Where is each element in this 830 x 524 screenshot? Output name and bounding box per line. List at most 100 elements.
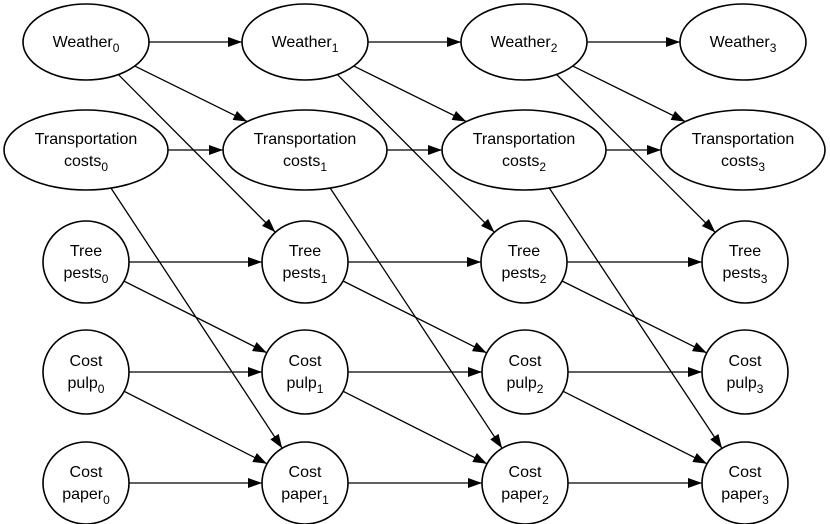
node-subscript: 0	[102, 272, 109, 286]
edge-c1-to-a2	[342, 390, 488, 465]
node-label-transportation-costs-1: Transportation	[254, 131, 357, 148]
node-subscript: 2	[539, 160, 546, 174]
node-label-cost-pulp-2: Cost	[509, 353, 542, 370]
node-label-cost-paper-2: paper2	[501, 486, 549, 507]
node-shape-transportation-costs-1	[222, 109, 388, 191]
node-label-tree-pests-1: pests1	[283, 265, 328, 286]
node-subscript: 2	[542, 493, 549, 507]
node-shape-weather-3	[679, 3, 807, 81]
node-label-text: pests	[502, 265, 540, 282]
node-label-text: pulp	[287, 375, 317, 392]
node-subscript: 2	[540, 272, 547, 286]
node-label-cost-paper-3: Cost	[729, 464, 762, 481]
node-label-text: pests	[283, 265, 321, 282]
node-label-text: costs	[283, 153, 320, 170]
edge-w1-to-p2	[336, 74, 495, 233]
node-label-cost-pulp-0: Cost	[70, 353, 103, 370]
edge-w0-to-p1	[117, 74, 276, 233]
node-shape-weather-2	[460, 3, 588, 81]
node-label-text: Transportation	[692, 131, 795, 148]
node-shape-tree-pests-0	[42, 220, 130, 304]
node-shape-transportation-costs-3	[660, 109, 826, 191]
node-cost-pulp-1: Cost pulp1	[261, 329, 349, 415]
node-label-cost-pulp-3: Cost	[729, 353, 762, 370]
node-subscript: 0	[101, 160, 108, 174]
node-label-text: Tree	[289, 243, 321, 260]
node-label-text: paper	[501, 486, 543, 503]
node-shape-tree-pests-2	[480, 220, 568, 304]
node-label-cost-paper-1: Cost	[289, 464, 322, 481]
node-label-text: Transportation	[35, 131, 138, 148]
node-label-transportation-costs-2: costs2	[502, 153, 546, 174]
node-shape-tree-pests-1	[261, 220, 349, 304]
node-subscript: 3	[758, 160, 765, 174]
node-label-cost-paper-0: paper0	[62, 486, 110, 507]
node-label-tree-pests-0: Tree	[70, 243, 102, 260]
node-label-transportation-costs-0: Transportation	[35, 131, 138, 148]
edge-p2-to-c3	[561, 280, 707, 354]
node-tree-pests-3: Tree pests3	[701, 220, 789, 304]
node-label-cost-pulp-1: Cost	[289, 353, 322, 370]
node-subscript: 2	[537, 382, 544, 396]
node-label-text: Cost	[70, 353, 103, 370]
node-label-text: pests	[723, 265, 761, 282]
node-cost-paper-0: Cost paper0	[42, 441, 130, 524]
node-label-cost-paper-2: Cost	[509, 464, 542, 481]
node-label-cost-pulp-3: pulp3	[727, 375, 764, 396]
node-label-text: Cost	[70, 464, 103, 481]
node-shape-weather-1	[241, 3, 369, 81]
node-label-text: pulp	[727, 375, 757, 392]
edge-w0-to-t1	[134, 65, 248, 123]
node-label-text: Cost	[289, 464, 322, 481]
node-label-text: Cost	[729, 353, 762, 370]
node-label-text: Transportation	[254, 131, 357, 148]
node-shape-cost-pulp-1	[261, 329, 349, 415]
edge-w1-to-t2	[353, 65, 467, 123]
node-subscript: 3	[761, 272, 768, 286]
node-label-text: Cost	[509, 464, 542, 481]
node-shape-transportation-costs-2	[441, 109, 607, 191]
node-label-text: costs	[64, 153, 101, 170]
node-shape-transportation-costs-0	[3, 109, 169, 191]
node-subscript: 3	[757, 382, 764, 396]
node-shape-cost-paper-1	[261, 441, 349, 524]
node-subscript: 3	[762, 493, 769, 507]
node-shape-cost-paper-2	[481, 441, 569, 524]
node-cost-pulp-3: Cost pulp3	[701, 329, 789, 415]
node-label-cost-paper-1: paper1	[281, 486, 329, 507]
edge-w2-to-t3	[572, 65, 686, 123]
node-label-text: Cost	[289, 353, 322, 370]
node-label-tree-pests-2: Tree	[508, 243, 540, 260]
node-label-text: pulp	[507, 375, 537, 392]
node-label-text: costs	[502, 153, 539, 170]
node-label-tree-pests-0: pests0	[64, 265, 109, 286]
node-subscript: 1	[332, 41, 339, 55]
node-tree-pests-0: Tree pests0	[42, 220, 130, 304]
node-label-weather-0: Weather0	[53, 34, 120, 55]
node-label-text: paper	[281, 486, 323, 503]
node-label-text: Weather	[710, 34, 771, 51]
node-label-text: pests	[64, 265, 102, 282]
node-label-text: Weather	[491, 34, 552, 51]
node-subscript: 1	[317, 382, 324, 396]
node-label-tree-pests-3: Tree	[729, 243, 761, 260]
node-weather-3: Weather3	[679, 3, 807, 81]
node-cost-paper-2: Cost paper2	[481, 441, 569, 524]
node-subscript: 2	[551, 41, 558, 55]
node-label-text: Cost	[729, 464, 762, 481]
node-label-tree-pests-3: pests3	[723, 265, 768, 286]
node-label-cost-paper-0: Cost	[70, 464, 103, 481]
edge-c0-to-a1	[123, 390, 268, 465]
node-label-text: Tree	[70, 243, 102, 260]
node-label-text: paper	[62, 486, 104, 503]
node-label-text: Weather	[272, 34, 333, 51]
node-label-cost-pulp-1: pulp1	[287, 375, 324, 396]
node-cost-pulp-2: Cost pulp2	[481, 329, 569, 415]
node-label-tree-pests-1: Tree	[289, 243, 321, 260]
node-subscript: 1	[322, 493, 329, 507]
